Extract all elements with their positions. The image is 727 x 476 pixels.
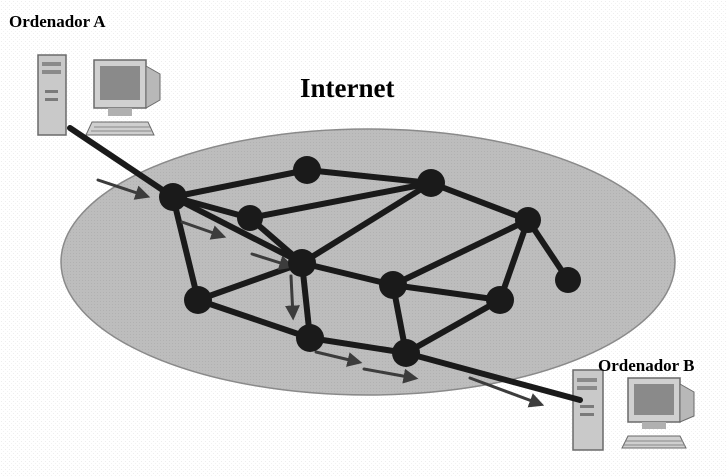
computer-b-label: Ordenador B (598, 356, 695, 375)
router-node (293, 156, 321, 184)
computer-a-icon (37, 54, 161, 136)
router-node (417, 169, 445, 197)
router-node (288, 249, 316, 277)
route-arrows (96, 178, 545, 408)
router-node (237, 205, 263, 231)
internet-cloud (60, 128, 676, 396)
computer-a-label: Ordenador A (9, 12, 106, 31)
router-node (555, 267, 581, 293)
router-node (296, 324, 324, 352)
router-node (392, 339, 420, 367)
router-node (379, 271, 407, 299)
router-node (159, 183, 187, 211)
router-node (184, 286, 212, 314)
network-nodes (159, 156, 581, 367)
network-title: Internet (300, 73, 395, 103)
link-computer-a (67, 125, 176, 200)
router-node (486, 286, 514, 314)
computer-b-icon (572, 369, 695, 451)
link-computer-b (403, 350, 583, 403)
router-node (515, 207, 541, 233)
